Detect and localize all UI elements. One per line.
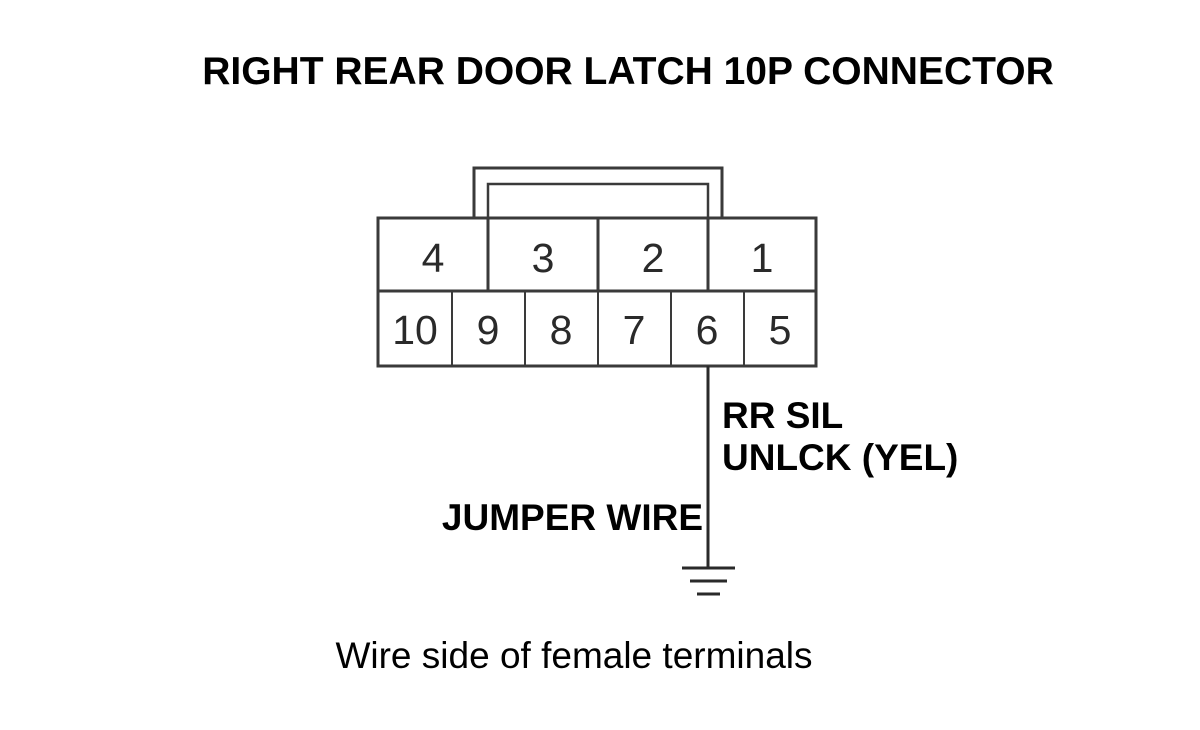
connector-top-row: 4 3 2 1 (422, 235, 774, 281)
pin-6-label: 6 (696, 307, 719, 353)
wire-label-line2: UNLCK (YEL) (722, 437, 958, 478)
connector-lock-tab-inner (486, 182, 710, 218)
connector-10p (376, 166, 818, 368)
pin-2-label: 2 (642, 235, 665, 281)
pin-10-label: 10 (392, 307, 438, 353)
pin-3-label: 3 (532, 235, 555, 281)
jumper-wire-label: JUMPER WIRE (442, 497, 703, 538)
pin-9-label: 9 (477, 307, 500, 353)
pin-4-label: 4 (422, 235, 445, 281)
pin-5-label: 5 (769, 307, 792, 353)
pin-7-label: 7 (623, 307, 646, 353)
connector-lock-tab (472, 166, 724, 218)
wire-label-line1: RR SIL (722, 395, 843, 436)
pin-1-label: 1 (751, 235, 774, 281)
pin-8-label: 8 (550, 307, 573, 353)
ground-icon (682, 566, 735, 596)
diagram-caption: Wire side of female terminals (335, 635, 812, 676)
diagram-title: RIGHT REAR DOOR LATCH 10P CONNECTOR (202, 50, 1054, 93)
connector-bottom-row: 10 9 8 7 6 5 (392, 307, 791, 353)
